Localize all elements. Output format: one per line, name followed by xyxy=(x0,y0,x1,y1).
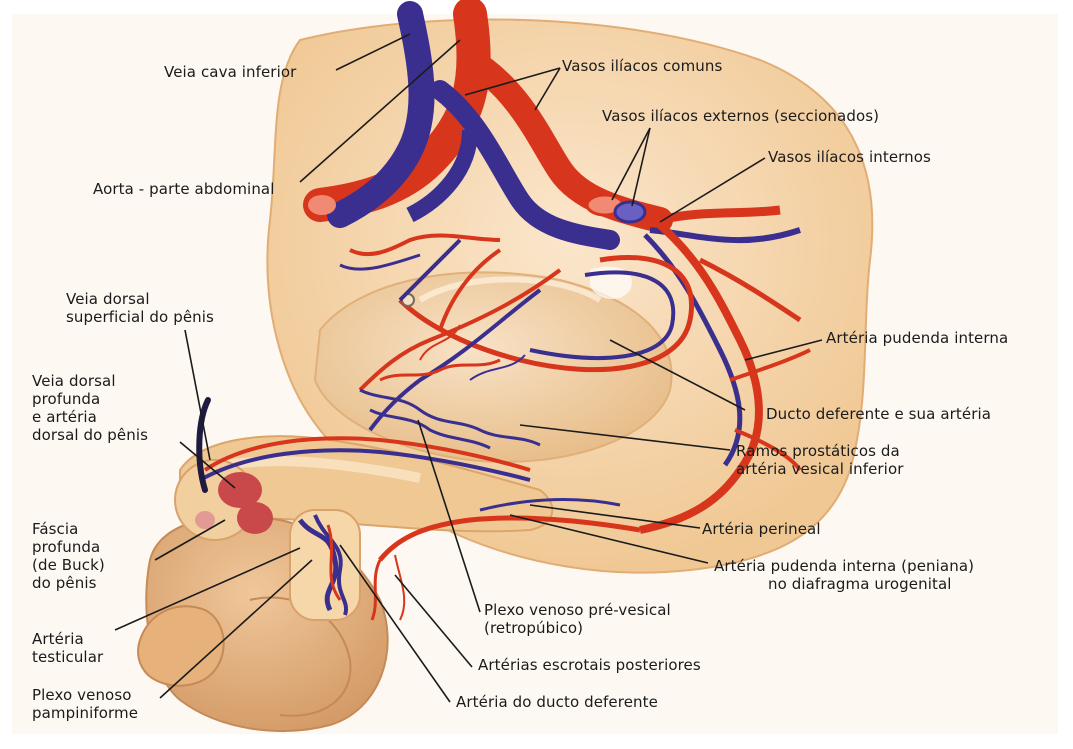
label-aorta: Aorta - parte abdominal xyxy=(93,180,274,198)
label-plexo-venoso-prevesical: Plexo venoso pré-vesical (retropúbico) xyxy=(484,601,671,637)
label-vasos-iliacos-comuns: Vasos ilíacos comuns xyxy=(562,57,722,75)
label-arteria-pudenda-interna: Artéria pudenda interna xyxy=(826,329,1008,347)
label-veia-dorsal-superficial: Veia dorsal superficial do pênis xyxy=(66,290,214,326)
label-arteria-perineal: Artéria perineal xyxy=(702,520,821,538)
label-arterias-escrotais: Artérias escrotais posteriores xyxy=(478,656,701,674)
label-vasos-iliacos-internos: Vasos ilíacos internos xyxy=(768,148,931,166)
label-plexo-pampiniforme: Plexo venoso pampiniforme xyxy=(32,686,138,722)
label-ramos-prostaticos: Ramos prostáticos da artéria vesical inf… xyxy=(736,442,904,478)
label-veia-cava-inferior: Veia cava inferior xyxy=(164,63,296,81)
label-fascia-profunda: Fáscia profunda (de Buck) do pênis xyxy=(32,520,105,592)
label-arteria-pudenda-peniana: Artéria pudenda interna (peniana) no dia… xyxy=(714,557,974,593)
label-vasos-iliacos-externos: Vasos ilíacos externos (seccionados) xyxy=(602,107,879,125)
label-ducto-deferente: Ducto deferente e sua artéria xyxy=(766,405,991,423)
label-arteria-testicular: Artéria testicular xyxy=(32,630,103,666)
label-veia-dorsal-profunda: Veia dorsal profunda e artéria dorsal do… xyxy=(32,372,148,444)
label-arteria-ducto-deferente: Artéria do ducto deferente xyxy=(456,693,658,711)
